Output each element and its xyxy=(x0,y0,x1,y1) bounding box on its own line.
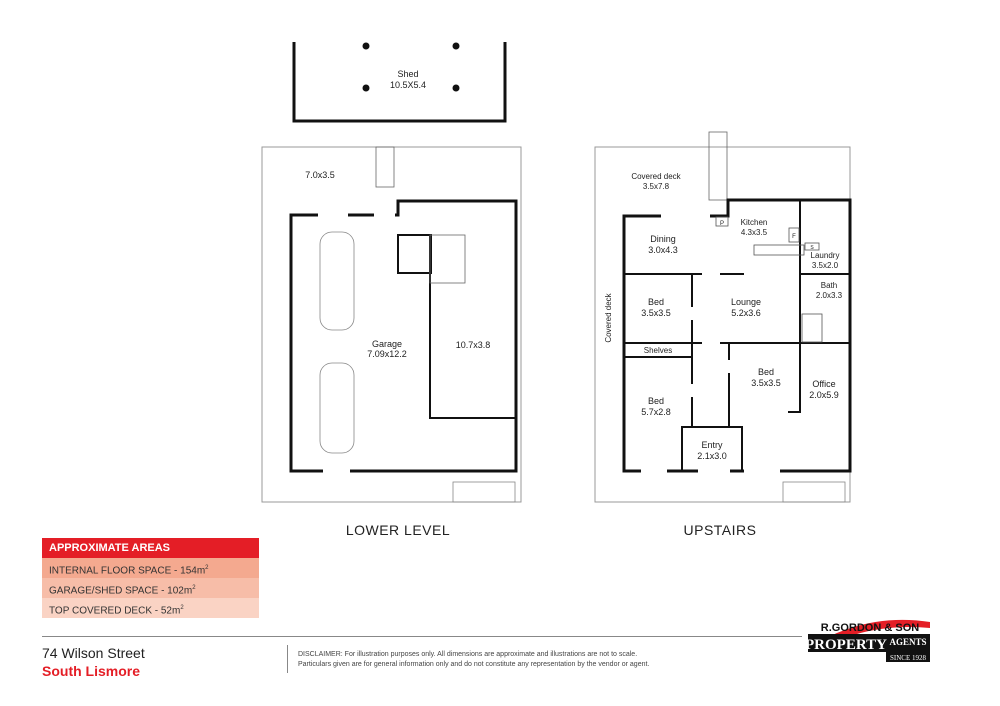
bed2-label: Bed xyxy=(758,367,774,377)
office-label: Office xyxy=(812,379,835,389)
bath-size: 2.0x3.3 xyxy=(816,291,843,300)
covered-deck-size: 3.5x7.8 xyxy=(643,182,670,191)
kitchen-label: Kitchen xyxy=(741,218,768,227)
svg-text:R.GORDON & SON: R.GORDON & SON xyxy=(821,622,919,634)
side-deck-label: Covered deck xyxy=(604,292,613,342)
areas-header: APPROXIMATE AREAS xyxy=(42,538,259,558)
entry-size: 2.1x3.0 xyxy=(697,451,727,461)
agency-logo: R.GORDON & SON PROPERTY AGENTS SINCE 192… xyxy=(806,619,930,662)
address-street: 74 Wilson Street xyxy=(42,645,145,661)
svg-text:PROPERTY: PROPERTY xyxy=(806,637,887,653)
kitchen-size: 4.3x3.5 xyxy=(741,228,768,237)
svg-text:AGENTS: AGENTS xyxy=(889,637,926,647)
approximate-areas-table: APPROXIMATE AREAS INTERNAL FLOOR SPACE -… xyxy=(42,538,259,618)
laundry-size: 3.5x2.0 xyxy=(812,261,839,270)
bath-label: Bath xyxy=(821,281,837,290)
area-row: TOP COVERED DECK - 52m2 xyxy=(42,598,259,618)
lower-deck-size: 7.0x3.5 xyxy=(305,170,335,180)
upstairs-title: UPSTAIRS xyxy=(684,522,757,538)
bed3-label: Bed xyxy=(648,396,664,406)
garage-size: 7.09x12.2 xyxy=(367,349,407,359)
entry-label: Entry xyxy=(701,440,723,450)
shed-label: Shed xyxy=(397,69,418,79)
lower-level-title: LOWER LEVEL xyxy=(346,522,450,538)
lower-room-size: 10.7x3.8 xyxy=(456,340,491,350)
address-suburb: South Lismore xyxy=(42,663,141,679)
pantry-label: P xyxy=(720,221,724,227)
svg-text:SINCE 1928: SINCE 1928 xyxy=(890,654,926,662)
sink-label: S xyxy=(810,245,814,251)
disclaimer: DISCLAIMER: For illustration purposes on… xyxy=(298,651,650,668)
shelves-label: Shelves xyxy=(644,346,672,355)
shed-size: 10.5X5.4 xyxy=(390,80,426,90)
bed3-size: 5.7x2.8 xyxy=(641,407,671,417)
lounge-size: 5.2x3.6 xyxy=(731,308,761,318)
covered-deck-label: Covered deck xyxy=(631,172,681,181)
fridge-label: F xyxy=(792,234,796,240)
bed1-label: Bed xyxy=(648,297,664,307)
upstairs-plan xyxy=(594,131,852,503)
area-row: INTERNAL FLOOR SPACE - 154m2 xyxy=(42,558,259,578)
garage-label: Garage xyxy=(372,339,402,349)
bed2-size: 3.5x3.5 xyxy=(751,378,781,388)
office-size: 2.0x5.9 xyxy=(809,390,839,400)
shed-outline xyxy=(292,42,507,123)
dining-label: Dining xyxy=(650,234,676,244)
lounge-label: Lounge xyxy=(731,297,761,307)
dining-size: 3.0x4.3 xyxy=(648,245,678,255)
footer-separator xyxy=(287,645,288,673)
footer-divider xyxy=(42,636,802,637)
area-row: GARAGE/SHED SPACE - 102m2 xyxy=(42,578,259,598)
lower-level-plan xyxy=(261,146,522,503)
laundry-label: Laundry xyxy=(811,251,840,260)
bed1-size: 3.5x3.5 xyxy=(641,308,671,318)
